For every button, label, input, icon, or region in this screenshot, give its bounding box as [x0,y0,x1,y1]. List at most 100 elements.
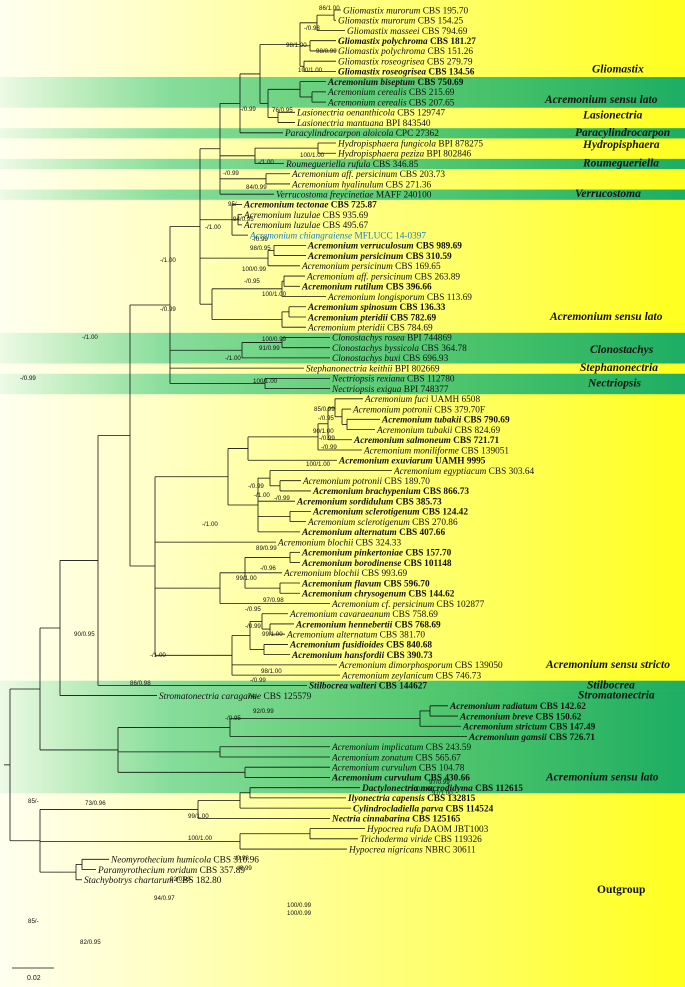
clade-band [0,680,685,691]
taxon-name: Acremonium cf. persicinum [331,599,434,610]
support-value: -/0.96 [260,565,276,572]
taxon-label: Gliomastix masseei CBS 794.69 [347,27,468,37]
support-value: 74/- [248,693,259,700]
taxon-accession: CBS 310.59 [403,252,452,262]
taxon-label: Gliomastix polychroma CBS 181.27 [338,37,476,47]
taxon-label: Gliomastix roseogrisea CBS 134.56 [338,68,475,78]
taxon-label: Gliomastix murorum CBS 154.25 [338,17,464,27]
taxon-accession: CBS 790.69 [461,416,510,426]
support-value: -/0.99 [248,483,264,490]
taxon-name: Acremonium implicatum [331,743,424,753]
taxon-accession: CBS 279.79 [425,57,473,67]
taxon-accession: CBS 565.67 [413,753,461,763]
support-value: 100/0.99 [242,266,267,273]
taxon-name: Stephanonectria keithii [306,364,393,374]
taxon-accession: UAMH 9995 [433,457,486,467]
taxon-name: Gliomastix roseogrisea [338,68,426,78]
support-value: 100/1.00 [188,835,213,842]
taxon-label: Lasionectria oenanthicola CBS 129747 [296,109,445,119]
support-value: 92/0.99 [253,708,274,715]
support-value: 95/- [228,201,239,208]
support-value: -/1.00 [254,492,270,499]
taxon-accession: CBS 989.69 [414,242,463,252]
taxon-accession: CBS 324.33 [353,538,401,548]
taxon-label: Acremonium strictum CBS 147.49 [462,723,596,733]
support-value: 100/0.99 [287,910,312,917]
taxon-name: Acremonium fuci [364,394,429,405]
clade-band [0,332,685,364]
taxon-label: Acremonium sclerotigenum CBS 124.42 [312,508,468,518]
taxon-accession: CBS 144.62 [406,590,455,600]
taxon-name: Acremonium chrysogenum [301,590,406,600]
clade-label: Stilbocrea [587,679,635,691]
taxon-name: Acremonium hennebertii [295,620,393,630]
taxon-accession: CBS 139051 [459,446,509,456]
taxon-accession: CBS 596.70 [381,579,430,589]
support-value: 76/0.95 [272,107,293,114]
taxon-name: Gliomastix polychroma [338,47,426,57]
taxon-accession: CBS 104.78 [417,764,465,774]
taxon-name: Nectriopsis rexiana [331,375,405,385]
taxon-accession: MFLUCC 14-0397 [352,231,426,241]
clade-band [0,158,685,170]
taxon-label: Acremonium breve CBS 150.62 [459,712,582,722]
taxon-accession: CBS 782.69 [388,313,437,323]
taxon-accession: CBS 385.73 [393,497,442,507]
taxon-accession: CBS 189.70 [382,477,430,487]
taxon-label: Acremonium blochii CBS 993.69 [283,569,407,579]
taxon-accession: CBS 263.89 [412,272,460,282]
taxon-accession: BPI 744869 [405,334,452,344]
taxon-label: Clonostachys buxi CBS 696.93 [332,354,449,364]
taxon-accession: CBS 114524 [443,804,493,814]
taxon-name: Acremonium borodinense [301,559,401,569]
support-value: 90/1.00 [313,428,334,435]
clade-label: Roumegueriella [582,157,659,169]
taxon-accession: CBS 132815 [425,794,476,804]
taxon-label: Dactylonectria macrodidyma CBS 112615 [361,784,523,794]
support-value: -/0.99 [223,170,239,177]
taxon-name: Clonostachys byssicola [332,344,419,354]
support-value: -/0.99 [245,623,261,630]
taxon-name: Acremonium cerealis [327,98,407,108]
taxon-accession: CBS 430.66 [422,774,471,784]
taxon-accession: CBS 390.73 [384,651,433,661]
taxon-name: Acremonium spinosum [307,303,397,313]
taxon-name: Acremonium sclerotigenum [312,508,420,518]
taxon-name: Acremonium biseptum [327,78,415,88]
taxon-label: Acremonium pinkertoniae CBS 157.70 [301,549,452,559]
taxon-accession: CBS 303.64 [486,467,534,477]
taxon-accession: CBS 357.89 [197,866,245,876]
taxon-label: Acremonium chrysogenum CBS 144.62 [301,590,455,600]
support-value: 100/1.00 [300,152,325,159]
support-value: 99/1.00 [236,575,257,582]
support-value: 94/0.95 [233,216,254,223]
taxon-label: Acremonium moniliforme CBS 139051 [363,445,509,456]
taxon-accession: CBS 182.80 [174,876,222,886]
taxon-name: Acremonium zonatum [331,753,413,763]
taxon-label: Nectriopsis exigua BPI 748377 [331,385,449,395]
taxon-accession: NBRC 30611 [423,845,476,855]
clade-label: Nectriopsis [587,377,642,389]
taxon-label: Acremonium curvulum CBS 430.66 [331,774,470,784]
taxon-name: Lasionectria mantuana [296,119,384,129]
taxon-label: Acremonium hansfordii CBS 390.73 [291,651,433,661]
support-value: -/1.00 [82,334,98,341]
taxon-name: Stilbocrea walteri [309,682,377,692]
taxon-accession: CBS 270.86 [410,518,458,528]
clade-label: Acremonium sensu lato [544,94,658,106]
support-value: 100/0.99 [287,902,312,909]
taxon-name: Acremonium flavum [301,579,381,589]
taxon-name: Acremonium persicinum [307,252,403,262]
taxon-label: Acremonium borodinense CBS 101148 [301,559,452,569]
taxon-accession: CBS 379.70F [432,405,485,415]
taxon-accession: CBS 750.69 [415,78,464,88]
taxon-accession: CBS 119326 [432,835,482,845]
taxon-name: Acremonium alternatum [286,630,378,640]
support-value: 90/0.95 [74,631,95,638]
support-value: -/0.99 [321,444,337,451]
taxon-accession: CBS 112615 [473,784,523,794]
support-value: 100/1.00 [253,378,278,385]
support-value: -/1.00 [225,355,241,362]
taxon-name: Hydropisphaera fungicola [337,138,436,149]
